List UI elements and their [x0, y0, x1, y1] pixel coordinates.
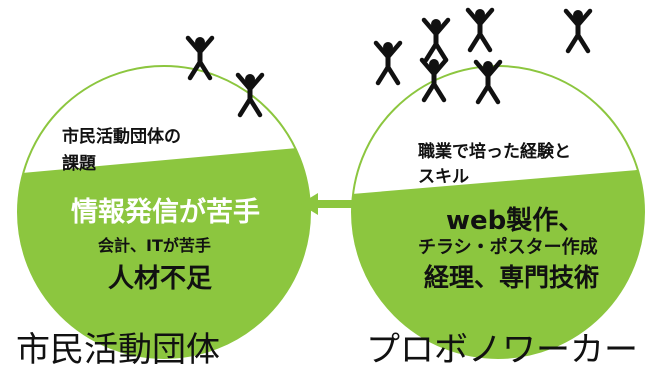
right-main-line2: チラシ・ポスター作成	[418, 237, 598, 258]
right-circle	[351, 65, 645, 359]
right-caption: プロボノワーカー	[366, 330, 638, 370]
right-top-text-line2: スキル	[418, 167, 469, 187]
left-main-line3: 人材不足	[108, 264, 213, 294]
right-main-line1: web製作、	[446, 206, 585, 236]
left-top-text-line1: 市民活動団体の	[62, 127, 181, 147]
jumping-person-icon	[566, 10, 590, 51]
left-circle	[17, 65, 311, 359]
left-main-line1: 情報発信が苦手	[71, 197, 260, 228]
jumping-person-icon	[424, 19, 448, 60]
right-top-text-line1: 職業で培った経験と	[418, 142, 571, 162]
jumping-person-icon	[376, 42, 400, 83]
right-main-line3: 経理、専門技術	[424, 263, 600, 292]
left-circle-green-fill	[18, 145, 310, 358]
left-main-line2: 会計、ITが苦手	[98, 236, 211, 255]
arrow-left-icon	[300, 193, 352, 215]
left-top-text-line2: 課題	[62, 154, 96, 174]
jumping-person-icon	[468, 9, 492, 50]
right-circle-green-fill	[352, 168, 644, 358]
left-caption: 市民活動団体	[16, 330, 220, 370]
